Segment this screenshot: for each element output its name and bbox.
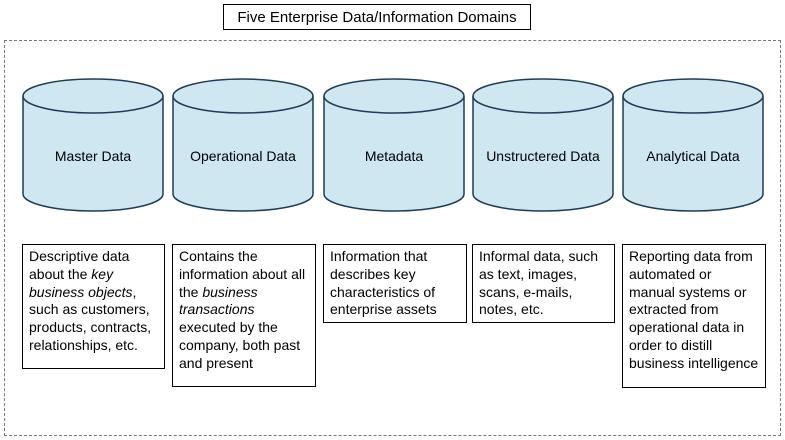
- cylinder-icon: [22, 78, 164, 212]
- cylinder-icon: [472, 78, 614, 212]
- description-text: Descriptive data about the: [29, 248, 130, 282]
- analytical-data-description: Reporting data from automated or manual …: [622, 244, 766, 388]
- cylinder-icon: [323, 78, 465, 212]
- metadata-label: Metadata: [364, 148, 424, 164]
- cylinder-icon: [622, 78, 764, 212]
- domains-frame: [4, 40, 781, 436]
- description-text: Reporting data from automated or manual …: [629, 248, 759, 371]
- description-text: Contains the information about all the: [179, 248, 306, 300]
- description-text: executed by the company, both past and p…: [179, 319, 301, 371]
- cylinder-icon: [172, 78, 314, 212]
- master-data-cylinder: Master Data: [22, 78, 164, 212]
- operational-data-cylinder: Operational Data: [172, 78, 314, 212]
- unstructured-data-cylinder: Unstructered Data: [472, 78, 614, 212]
- analytical-data-cylinder: Analytical Data: [622, 78, 764, 212]
- analytical-data-label: Analytical Data: [646, 148, 740, 164]
- description-emphasis: business transactions: [179, 283, 258, 318]
- description-text: , such as customers, products, contracts…: [29, 283, 152, 353]
- operational-data-description: Contains the information about all the b…: [172, 244, 316, 387]
- master-data-description: Descriptive data about the key business …: [22, 244, 165, 369]
- unstructured-data-label: Unstructered Data: [486, 148, 600, 164]
- operational-data-label: Operational Data: [190, 148, 296, 164]
- metadata-cylinder: Metadata: [323, 78, 465, 212]
- description-emphasis: key business objects: [29, 265, 133, 300]
- diagram-title: Five Enterprise Data/Information Domains: [223, 4, 531, 30]
- master-data-label: Master Data: [54, 148, 132, 164]
- metadata-description: Information that describes key character…: [323, 244, 467, 323]
- description-text: Information that describes key character…: [330, 248, 437, 318]
- description-text: Informal data, such as text, images, sca…: [479, 248, 599, 318]
- unstructured-data-description: Informal data, such as text, images, sca…: [472, 244, 615, 323]
